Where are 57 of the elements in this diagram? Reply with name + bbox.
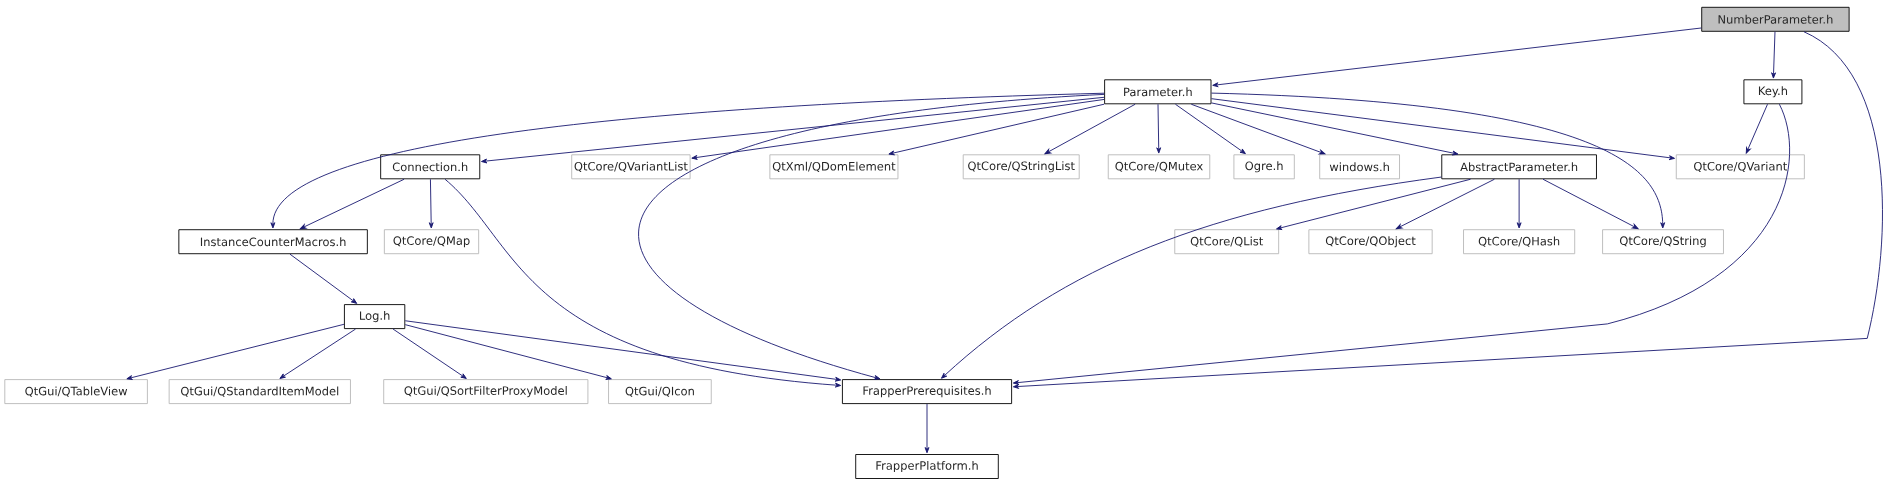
arrow: [1211, 102, 1459, 156]
file-box: windows.h: [1319, 154, 1400, 180]
arrow: [1516, 178, 1522, 229]
file-box: QtCore/QStringList: [962, 154, 1080, 180]
arrow: [888, 103, 1105, 156]
file-box: FrapperPlatform.h: [855, 454, 999, 479]
arrow: [1211, 92, 1666, 229]
file-box: InstanceCounterMacros.h: [178, 229, 368, 255]
arrow: [1012, 31, 1883, 389]
file-box: Connection.h: [380, 154, 481, 180]
file-box: Log.h: [343, 304, 406, 330]
arrow: [1190, 103, 1326, 155]
arrow: [1745, 103, 1768, 154]
file-box: Key.h: [1743, 79, 1803, 105]
arrow: [404, 324, 612, 380]
file-box: QtGui/QStandardItemModel: [168, 379, 351, 405]
arrow: [1771, 31, 1776, 79]
arrow: [691, 99, 1105, 160]
file-box: QtGui/QIcon: [608, 379, 712, 405]
arrow: [481, 96, 1105, 164]
file-box: QtCore/QVariant: [1675, 154, 1805, 180]
arrow: [1211, 98, 1675, 161]
arrow: [1276, 178, 1471, 230]
arrow: [1012, 103, 1790, 385]
file-box: NumberParameter.h: [1701, 6, 1850, 32]
file-box: QtGui/QTableView: [4, 379, 148, 405]
arrow: [392, 328, 467, 379]
file-box: QtXml/QDomElement: [769, 154, 899, 180]
file-box: QtCore/QString: [1602, 229, 1724, 255]
arrow: [270, 92, 1105, 229]
file-box: Parameter.h: [1104, 79, 1212, 105]
arrow: [1542, 178, 1639, 230]
arrow: [404, 320, 842, 382]
file-box: QtCore/QObject: [1308, 229, 1433, 255]
file-box: QtCore/QList: [1174, 229, 1280, 255]
arrow: [924, 403, 930, 454]
arrow: [279, 328, 356, 379]
file-box: QtCore/QMap: [383, 229, 480, 255]
file-box: FrapperPrerequisites.h: [841, 379, 1013, 405]
arrow: [1156, 103, 1162, 154]
file-box: QtCore/QMutex: [1107, 154, 1211, 180]
arrow: [428, 178, 434, 229]
arrow: [638, 93, 1105, 380]
arrow: [1175, 103, 1246, 155]
arrow: [299, 178, 405, 230]
arrow: [444, 178, 842, 388]
file-box: AbstractParameter.h: [1441, 154, 1597, 180]
arrow: [126, 323, 345, 380]
arrow: [1044, 103, 1136, 155]
file-box: QtCore/QHash: [1463, 229, 1576, 255]
file-box: QtCore/QVariantList: [571, 154, 691, 180]
arrow: [1395, 178, 1495, 230]
arrow: [941, 176, 1442, 379]
file-box: QtGui/QSortFilterProxyModel: [383, 379, 589, 405]
arrow: [1212, 27, 1702, 88]
arrow: [289, 253, 358, 304]
file-box: Ogre.h: [1233, 154, 1295, 180]
